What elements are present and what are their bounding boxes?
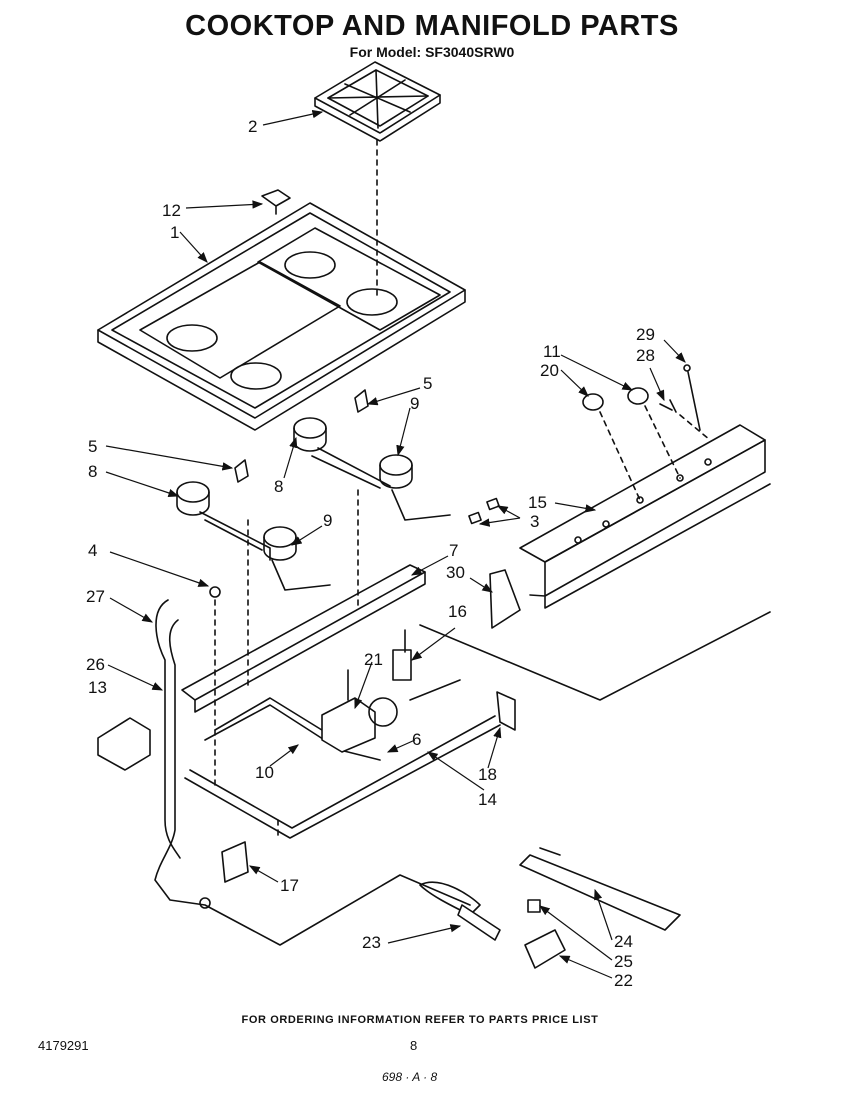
callout-16: 16 [448, 602, 467, 621]
burner-bracket [234, 459, 249, 483]
callout-3: 3 [530, 512, 539, 531]
callout-18: 18 [478, 765, 497, 784]
valve-knobs [582, 364, 711, 501]
handwritten-code: 698 · A · 8 [382, 1070, 438, 1084]
callout-9: 9 [323, 511, 332, 530]
callout-13: 13 [88, 678, 107, 697]
callout-20: 20 [540, 361, 559, 380]
leader-lines [105, 109, 686, 979]
right-burner-assembly [293, 417, 451, 521]
callout-28: 28 [636, 346, 655, 365]
page-title: COOKTOP AND MANIFOLD PARTS [185, 10, 679, 42]
callout-4: 4 [88, 541, 97, 560]
callout-9: 9 [410, 394, 419, 413]
thermostat [321, 611, 771, 753]
nut [209, 586, 221, 598]
callout-21: 21 [364, 650, 383, 669]
manifold-panel [519, 424, 771, 609]
model-subtitle: For Model: SF3040SRW0 [349, 44, 515, 60]
orifices [468, 497, 500, 525]
callout-26: 26 [86, 655, 105, 674]
pilot-tubing [204, 697, 381, 761]
callout-17: 17 [280, 876, 299, 895]
pipe-bracket [496, 691, 516, 731]
page-number: 8 [410, 1038, 418, 1053]
callout-14: 14 [478, 790, 497, 809]
callout-6: 6 [412, 730, 421, 749]
callout-8: 8 [88, 462, 97, 481]
burner-bracket [354, 389, 369, 413]
callout-5: 5 [88, 437, 97, 456]
oven-burner [519, 847, 681, 931]
ordering-note: FOR ORDERING INFORMATION REFER TO PARTS … [241, 1014, 599, 1026]
callout-30: 30 [446, 563, 465, 582]
burner-support [181, 564, 426, 713]
dashed-guides [214, 489, 359, 841]
cooktop-clip [261, 189, 291, 215]
callout-22: 22 [614, 971, 633, 990]
document-number: 4179291 [38, 1038, 89, 1053]
callout-7: 7 [449, 541, 458, 560]
callout-11: 11 [543, 342, 561, 361]
pipe-clamp [221, 841, 249, 883]
callout-2: 2 [248, 117, 257, 136]
callout-10: 10 [255, 763, 274, 782]
pressure-regulator [97, 717, 151, 771]
callout-12: 12 [162, 201, 181, 220]
callout-1: 1 [170, 223, 179, 242]
callout-23: 23 [362, 933, 381, 952]
callout-8: 8 [274, 477, 283, 496]
panel-bracket [489, 569, 521, 629]
callout-15: 15 [528, 493, 547, 512]
cooktop [97, 202, 466, 431]
burner-grate [314, 61, 441, 142]
gas-tubing [154, 599, 471, 946]
callout-27: 27 [86, 587, 105, 606]
igniter-assembly [419, 881, 566, 969]
callout-24: 24 [614, 932, 633, 951]
callout-5: 5 [423, 374, 432, 393]
callout-29: 29 [636, 325, 655, 344]
callout-25: 25 [614, 952, 633, 971]
